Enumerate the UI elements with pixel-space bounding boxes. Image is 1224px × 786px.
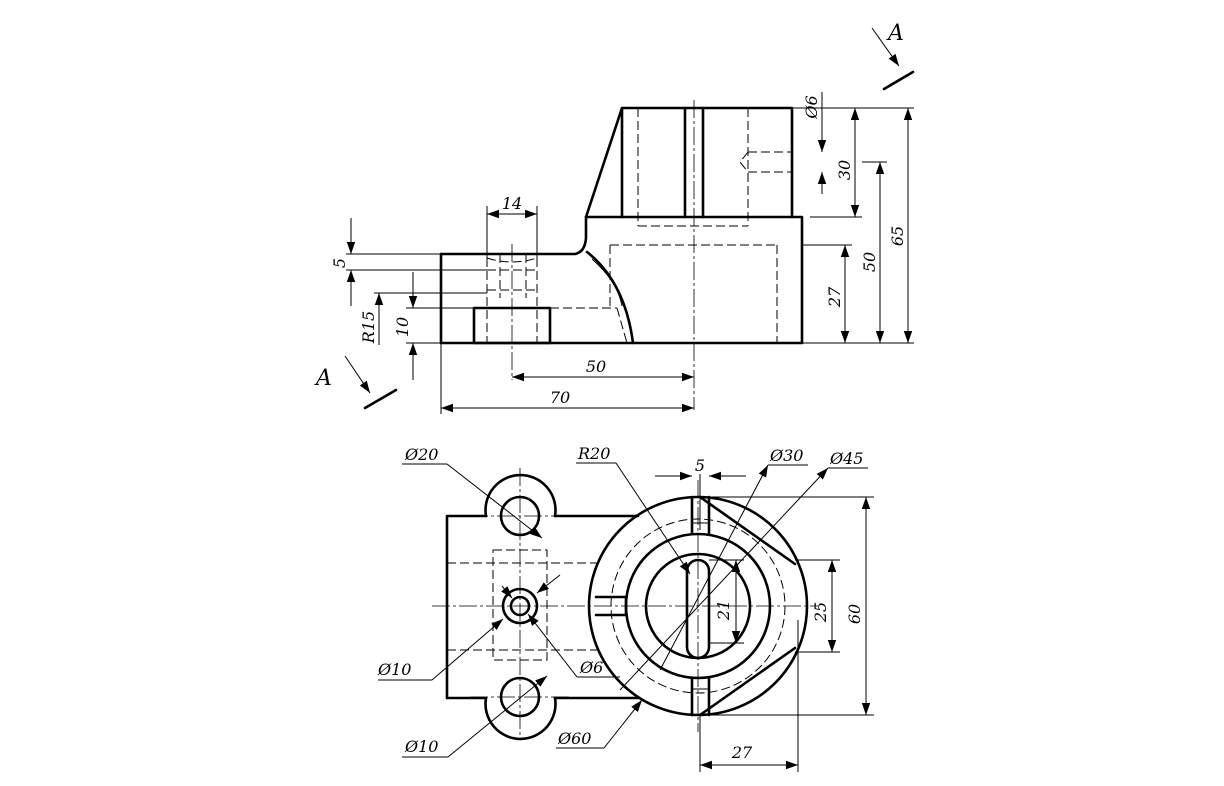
dim-r15: R15 [359, 311, 378, 344]
base-plate [445, 514, 488, 700]
dim-diameter-10-center: Ø10 [377, 660, 411, 679]
dim-diameter-60: Ø60 [557, 729, 591, 748]
ear-top [484, 473, 557, 518]
dim-diameter-45: Ø45 [829, 449, 863, 468]
dim-10: 10 [393, 317, 412, 337]
section-indicator-bottom: A [314, 355, 398, 410]
dim-50-vertical: 50 [860, 252, 879, 272]
dim-diameter-20: Ø20 [404, 445, 438, 464]
dim-70: 70 [550, 388, 570, 407]
dim-5-slot: 5 [695, 456, 705, 475]
dim-27-bottom: 27 [731, 743, 753, 762]
dim-diameter-6-top: Ø6 [579, 658, 603, 677]
dim-r20: R20 [577, 444, 610, 463]
dim-30: 30 [835, 160, 854, 180]
front-view: 14 5 R15 10 50 70 Ø6 30 [314, 21, 915, 414]
top-view: Ø20 R20 5 Ø30 Ø45 Ø10 Ø6 Ø10 Ø [377, 444, 874, 772]
dim-14: 14 [502, 194, 522, 213]
dim-27: 27 [825, 286, 844, 308]
dim-25: 25 [811, 602, 830, 623]
dim-50: 50 [586, 357, 606, 376]
section-indicator-top: A [871, 21, 915, 91]
section-label-bottom: A [314, 366, 332, 391]
dim-65: 65 [888, 226, 907, 246]
dim-21: 21 [714, 600, 733, 621]
front-outline [439, 106, 804, 345]
dim-diameter-30: Ø30 [769, 446, 803, 465]
dim-diameter-10-lower: Ø10 [404, 737, 438, 756]
section-label-top: A [886, 21, 904, 46]
dim-5: 5 [330, 258, 349, 268]
ear-bottom [484, 696, 557, 741]
dim-60: 60 [845, 604, 864, 624]
